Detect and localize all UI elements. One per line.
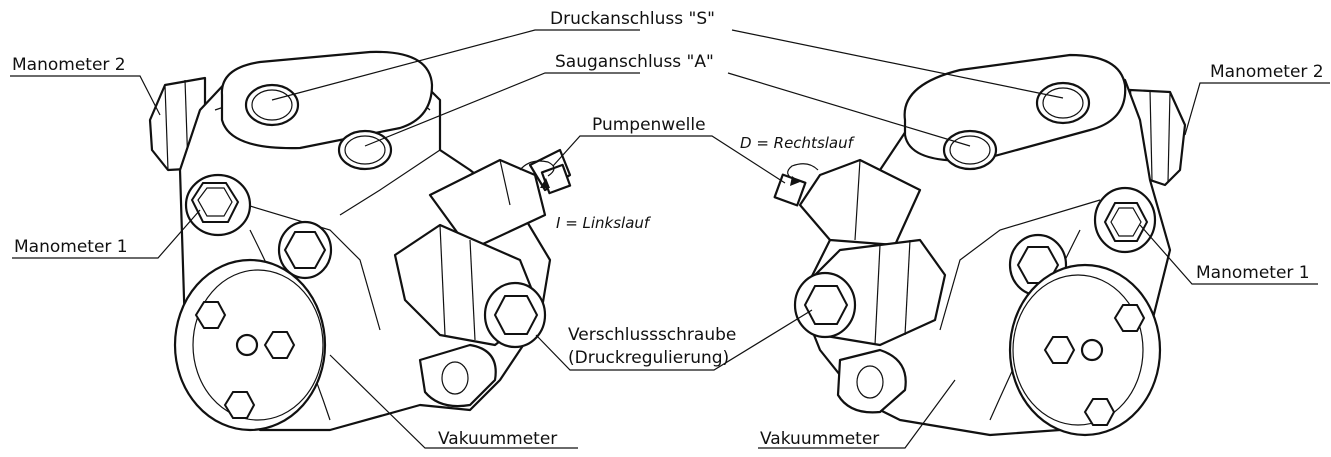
right-end-cover (1008, 263, 1162, 437)
labels: Druckanschluss "S" Sauganschluss "A" Man… (12, 9, 1324, 449)
left-mounting-lug (418, 343, 497, 408)
right-mounting-lug (836, 348, 907, 414)
label-sauganschluss: Sauganschluss "A" (555, 52, 714, 72)
label-manometer1-right: Manometer 1 (1196, 263, 1310, 283)
left-middle-plug (277, 220, 333, 280)
label-linkslauf: I = Linkslauf (556, 214, 652, 232)
label-pumpenwelle: Pumpenwelle (592, 115, 706, 135)
left-pump-shaft (519, 160, 572, 195)
right-pump (773, 53, 1187, 437)
right-top-flange (903, 53, 1127, 171)
left-closure-screw (393, 223, 547, 349)
right-manometer1-plug (1093, 186, 1157, 254)
right-middle-plug (1008, 233, 1068, 297)
label-rechtslauf: D = Rechtslauf (740, 134, 856, 152)
label-druckregulierung: (Druckregulierung) (568, 348, 729, 368)
right-pump-shaft (773, 163, 819, 207)
left-manometer1-plug (184, 173, 252, 237)
label-druckanschluss: Druckanschluss "S" (550, 9, 715, 29)
label-vakuummeter-right: Vakuummeter (760, 429, 879, 449)
leader-lines (10, 29, 1330, 449)
label-verschlussschraube: Verschlussschraube (568, 325, 736, 345)
left-pump (148, 50, 572, 432)
right-closure-screw (793, 238, 947, 347)
right-shaft-housing (798, 158, 922, 247)
label-manometer1-left: Manometer 1 (14, 237, 128, 257)
label-vakuummeter-left: Vakuummeter (438, 429, 557, 449)
label-manometer2-right: Manometer 2 (1210, 62, 1324, 82)
label-manometer2-left: Manometer 2 (12, 55, 126, 75)
left-top-flange (220, 50, 434, 171)
left-end-cover (173, 258, 327, 432)
